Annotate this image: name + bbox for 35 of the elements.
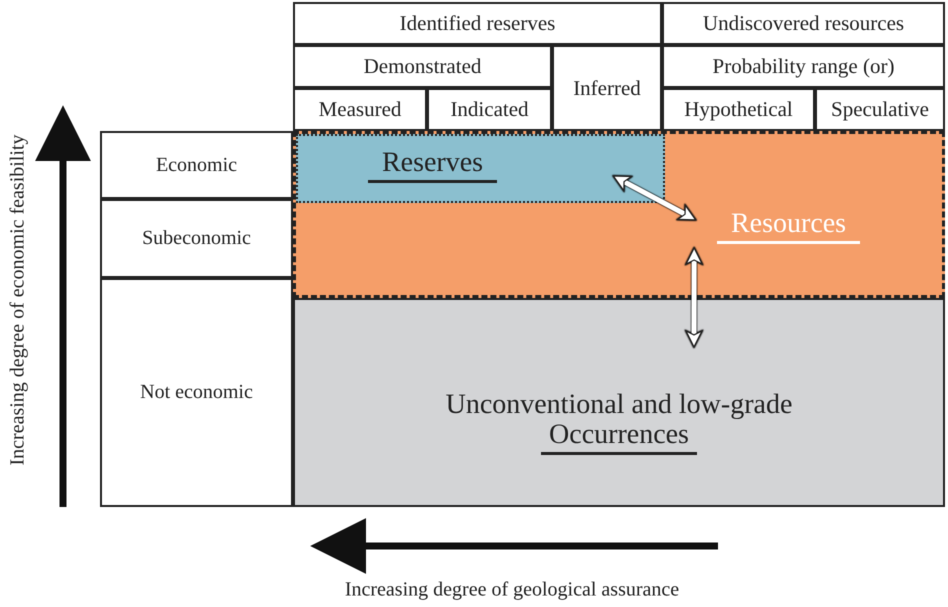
resources-region: [293, 131, 945, 298]
region-title: Resources: [717, 209, 860, 244]
header-cell: [293, 88, 427, 131]
cell-label: Economic: [156, 154, 238, 176]
double-arrow: [685, 247, 703, 348]
region-title: Unconventional and low-grade: [446, 390, 792, 420]
cell-label: Measured: [318, 97, 402, 122]
cell-label: Indicated: [450, 97, 529, 122]
region-title: Reserves: [368, 148, 498, 183]
axis-label: Increasing degree of geological assurance: [344, 578, 680, 602]
header-cell: [293, 45, 552, 88]
cell-label: Speculative: [831, 97, 929, 122]
cell-label: Subeconomic: [142, 227, 251, 250]
region-title: Occurrences: [541, 420, 697, 455]
cell-label: Not economic: [140, 381, 253, 404]
header-cell: [662, 45, 945, 88]
row-header-cell: [100, 199, 293, 278]
occurrences-region: [293, 298, 945, 507]
header-cell: [293, 2, 662, 45]
header-cell: [427, 88, 552, 131]
header-cell: [662, 2, 945, 45]
axis-label: Increasing degree of economic feasibility: [6, 134, 30, 466]
double-arrow: [612, 175, 696, 220]
header-cell: [662, 88, 815, 131]
cell-label: Demonstrated: [364, 54, 482, 79]
row-header-cell: [100, 131, 293, 199]
header-cell: [552, 45, 662, 131]
cell-label: Inferred: [573, 76, 641, 100]
cell-label: Hypothetical: [684, 97, 793, 122]
cell-label: Probability range (or): [712, 54, 894, 79]
header-cell: [815, 88, 945, 131]
cell-label: Undiscovered resources: [702, 11, 904, 36]
reserves-region: [296, 134, 665, 203]
row-header-cell: [100, 278, 293, 507]
cell-label: Identified reserves: [400, 11, 556, 36]
